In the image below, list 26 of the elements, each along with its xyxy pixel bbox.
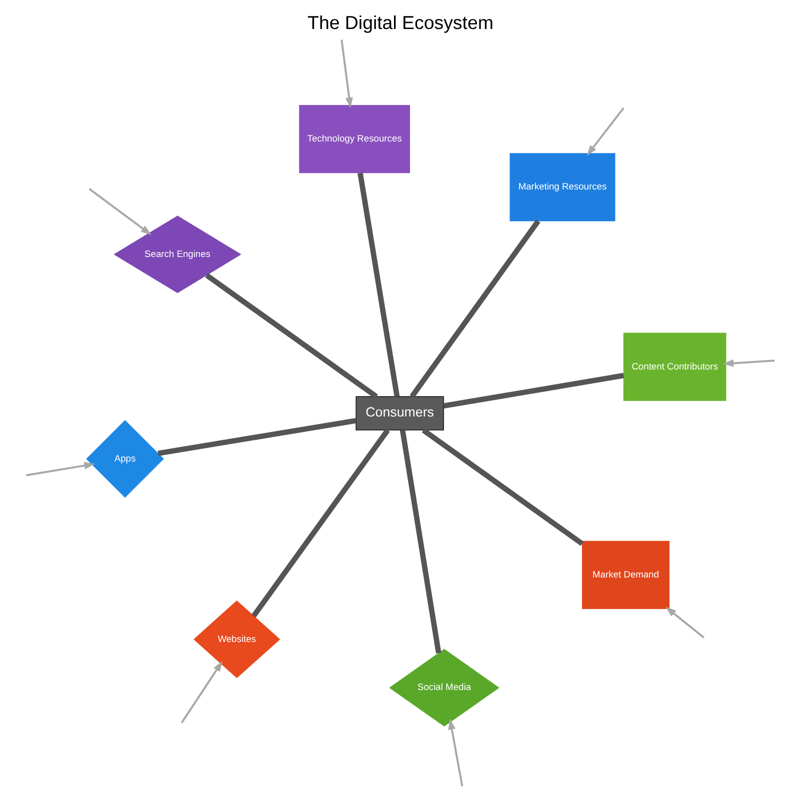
connector [251,428,390,618]
arrow [448,718,463,786]
node-box: Technology Resources [298,104,410,174]
arrow [586,107,624,156]
connector [157,418,356,456]
node-box: Content Contributors [622,332,726,401]
arrow [665,606,704,638]
connector [442,372,624,409]
arrow [180,660,222,724]
arrow [722,359,774,367]
arrow [88,188,151,235]
diagram-title: The Digital Ecosystem [307,12,493,33]
arrow [340,40,352,108]
node-diamond: Websites [193,600,280,678]
connector [357,172,400,398]
connector [421,428,584,546]
connector [409,220,540,398]
node-box: Consumers [355,396,444,430]
node-diamond: Search Engines [113,216,241,294]
node-box: Market Demand [581,540,669,609]
node-diamond: Apps [86,420,164,498]
node-box: Marketing Resources [509,153,615,222]
connector [399,430,441,654]
node-diamond: Social Media [388,648,499,727]
arrow [26,462,94,476]
connector [204,273,378,399]
